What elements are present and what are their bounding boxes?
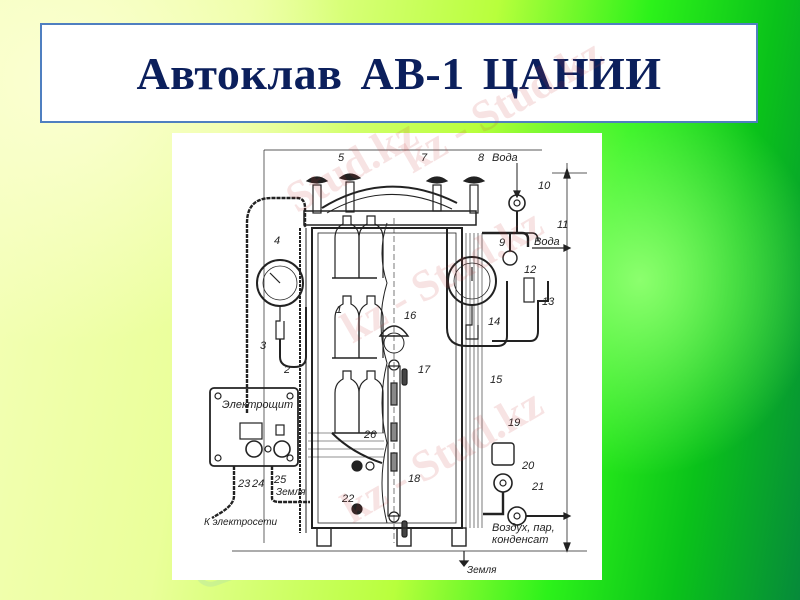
- autoclave-diagram: 5 7 8 Вода 10 11 Вода 9 12 4 13 14 16 1 …: [172, 133, 602, 580]
- part-label: 14: [488, 316, 500, 328]
- label-to-mains: К электросети: [204, 517, 278, 528]
- label-outlet-2: конденсат: [492, 534, 548, 546]
- part-label: 17: [418, 364, 431, 376]
- part-label: 15: [490, 374, 503, 386]
- autoclave-schematic: 5 7 8 Вода 10 11 Вода 9 12 4 13 14 16 1 …: [204, 149, 587, 576]
- label-water-out: Вода: [534, 236, 560, 248]
- part-label: 21: [531, 481, 544, 493]
- part-label: 24: [251, 478, 264, 490]
- part-label: 7: [421, 152, 428, 164]
- part-label: 3: [260, 340, 267, 352]
- part-label: 5: [338, 152, 345, 164]
- part-label: 13: [542, 296, 555, 308]
- part-label: 18: [408, 473, 421, 485]
- part-label: 2: [283, 364, 290, 376]
- part-label: 26: [363, 429, 377, 441]
- label-outlet-1: Воздух, пар,: [492, 522, 555, 534]
- part-label: 10: [538, 180, 551, 192]
- part-label: 1: [336, 304, 342, 316]
- part-label: 25: [273, 474, 287, 486]
- label-ground-bottom: Земля: [467, 565, 497, 576]
- part-label: 20: [521, 460, 535, 472]
- part-label: 9: [499, 237, 505, 249]
- part-label: 16: [404, 310, 417, 322]
- label-ground-panel: Земля: [276, 487, 306, 498]
- part-label: 11: [557, 219, 568, 231]
- part-label: 4: [274, 235, 280, 247]
- title-box: Автоклав АВ-1 ЦАНИИ: [40, 23, 758, 123]
- part-label: 22: [341, 493, 354, 505]
- part-label: 23: [237, 478, 251, 490]
- label-panel: Электрощит: [222, 399, 293, 411]
- part-label: 12: [524, 264, 536, 276]
- label-water-in: Вода: [492, 152, 518, 164]
- page-title: Автоклав АВ-1 ЦАНИИ: [136, 47, 662, 99]
- part-label: 8: [478, 152, 485, 164]
- part-label: 19: [508, 417, 520, 429]
